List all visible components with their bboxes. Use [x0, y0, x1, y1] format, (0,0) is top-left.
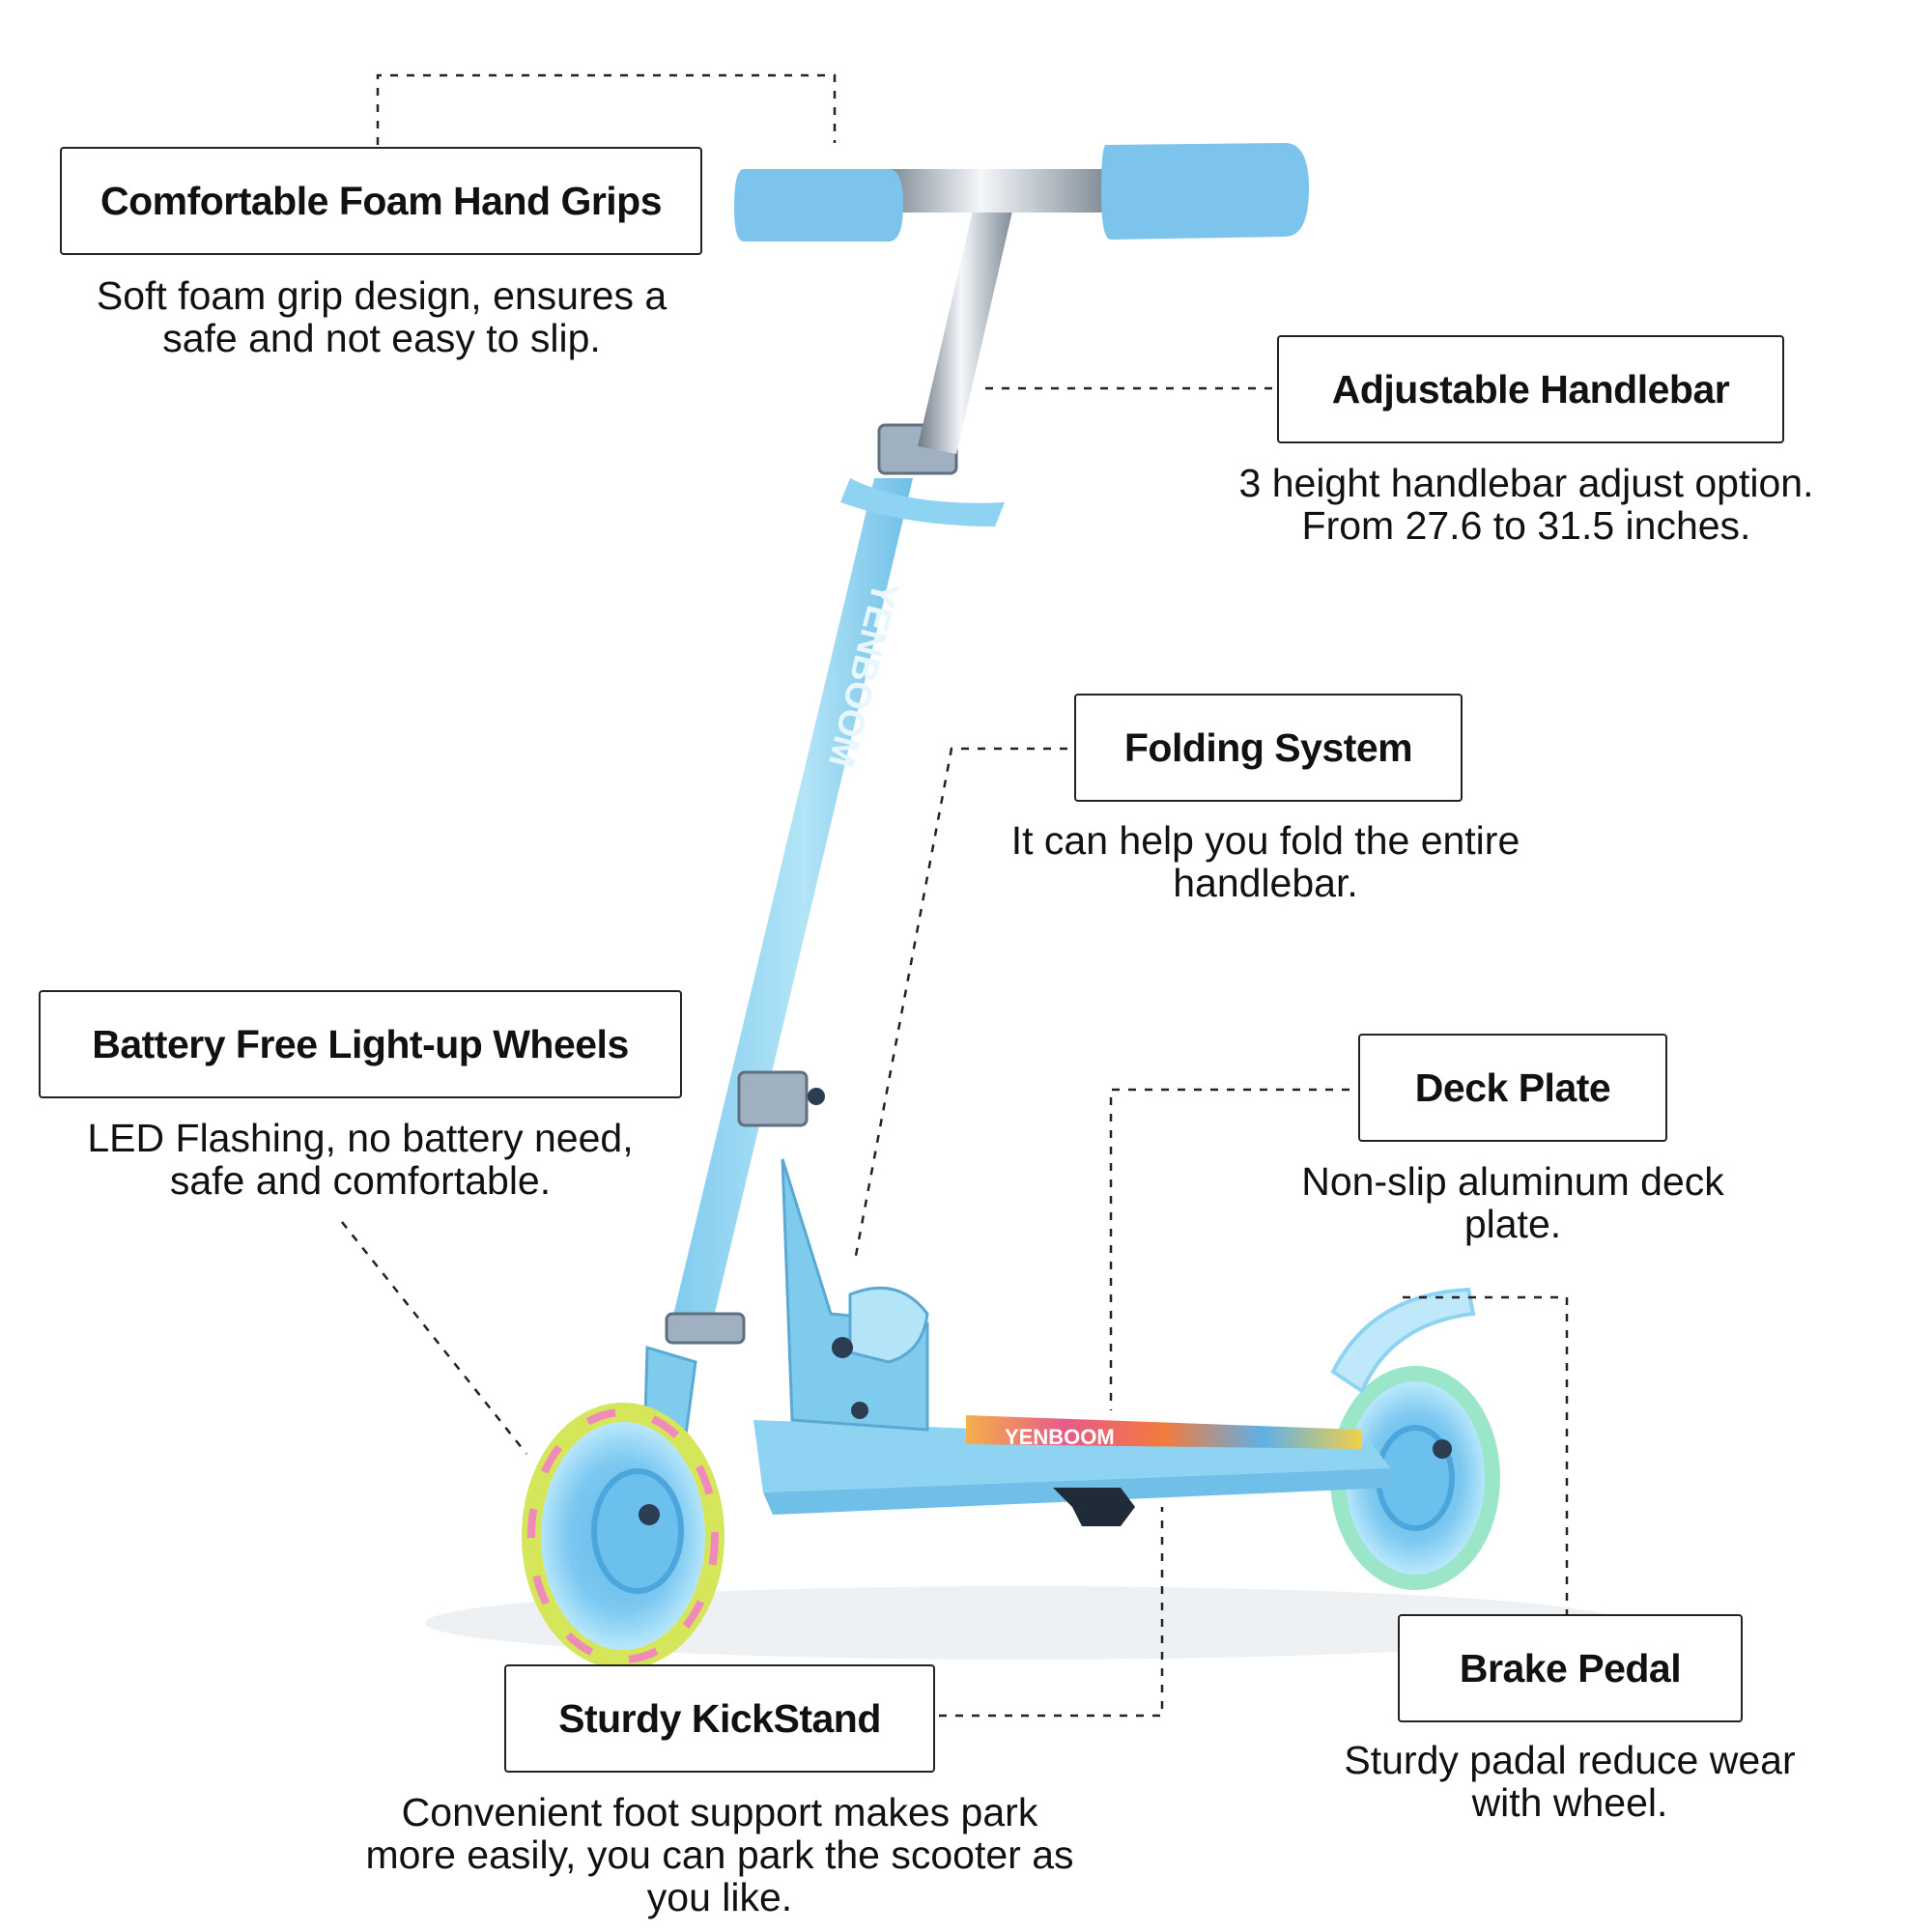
- leader-brake: [1403, 1295, 1569, 1615]
- leader-folding: [853, 747, 1067, 1262]
- handlebar-title-text: Adjustable Handlebar: [1331, 366, 1730, 412]
- callout-folding-desc: It can help you fold the entire handleba…: [927, 819, 1604, 904]
- wheels-title-text: Battery Free Light-up Wheels: [92, 1021, 629, 1066]
- kickstand-desc-line3: you like.: [646, 1875, 793, 1919]
- leader-wheels: [341, 1221, 527, 1455]
- grips-title-text: Comfortable Foam Hand Grips: [99, 178, 663, 223]
- grips-desc-line2: safe and not easy to slip.: [162, 316, 601, 360]
- left-grip: [734, 169, 903, 242]
- leader-kickstand: [939, 1507, 1164, 1718]
- brake-desc-line2: with wheel.: [1471, 1780, 1668, 1825]
- deck-desc-line1: Non-slip aluminum deck: [1301, 1159, 1724, 1204]
- callout-folding-title: Folding System: [1074, 694, 1463, 802]
- deck-desc-line2: plate.: [1463, 1202, 1562, 1246]
- kickstand-desc-line1: Convenient foot support makes park: [401, 1790, 1038, 1834]
- wheels-desc-line2: safe and comfortable.: [169, 1158, 552, 1203]
- chrome-tube: [918, 198, 1014, 454]
- floor-shadow: [425, 1586, 1623, 1660]
- front-wheel: [522, 1403, 724, 1669]
- folding-desc-line2: handlebar.: [1173, 861, 1358, 905]
- folding-mechanism: [781, 1158, 929, 1432]
- callout-grips-title: Comfortable Foam Hand Grips: [60, 147, 702, 255]
- callout-grips-desc: Soft foam grip design, ensures a safe an…: [43, 274, 720, 359]
- callout-handlebar-title: Adjustable Handlebar: [1277, 335, 1784, 443]
- callout-brake-desc: Sturdy padal reduce wear with wheel.: [1232, 1739, 1908, 1824]
- t-bar: [734, 143, 1309, 242]
- rear-fender: [1330, 1287, 1476, 1394]
- callout-deck-desc: Non-slip aluminum deck plate.: [1175, 1160, 1851, 1245]
- deck-title-text: Deck Plate: [1414, 1065, 1611, 1110]
- right-grip: [1101, 143, 1309, 240]
- callout-kickstand-title: Sturdy KickStand: [504, 1664, 935, 1773]
- folding-title-text: Folding System: [1123, 724, 1413, 770]
- main-stem: [671, 478, 913, 1333]
- steer-collar: [665, 1312, 746, 1345]
- grips-desc-line1: Soft foam grip design, ensures a: [96, 273, 668, 318]
- wheels-desc-line1: LED Flashing, no battery need,: [87, 1116, 634, 1160]
- kickstand-title-text: Sturdy KickStand: [558, 1695, 881, 1741]
- handlebar-desc-line2: From 27.6 to 31.5 inches.: [1301, 503, 1751, 548]
- lower-collar: [737, 1070, 825, 1127]
- rear-wheel: [1330, 1366, 1500, 1590]
- leader-deck: [1109, 1088, 1366, 1410]
- callout-wheels-desc: LED Flashing, no battery need, safe and …: [19, 1117, 701, 1202]
- brake-title-text: Brake Pedal: [1459, 1645, 1682, 1690]
- callout-handlebar-desc: 3 height handlebar adjust option. From 2…: [1188, 462, 1864, 547]
- folding-desc-line1: It can help you fold the entire: [1010, 818, 1520, 863]
- brake-desc-line1: Sturdy padal reduce wear: [1344, 1738, 1796, 1782]
- leader-grips: [376, 73, 837, 145]
- handlebar-desc-line1: 3 height handlebar adjust option.: [1238, 461, 1814, 505]
- callout-kickstand-desc: Convenient foot support makes park more …: [285, 1791, 1154, 1918]
- kickstand: [1053, 1488, 1135, 1526]
- callout-wheels-title: Battery Free Light-up Wheels: [39, 990, 682, 1098]
- kickstand-desc-line2: more easily, you can park the scooter as: [365, 1833, 1074, 1877]
- deck-brand-text: YENBOOM: [1005, 1425, 1115, 1449]
- callout-brake-title: Brake Pedal: [1398, 1614, 1743, 1722]
- callout-deck-title: Deck Plate: [1358, 1034, 1667, 1142]
